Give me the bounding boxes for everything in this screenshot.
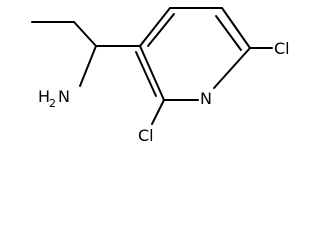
chemical-structure-diagram: Cl N Cl H 2 N bbox=[31, 7, 290, 145]
chlorine-bottom-label: Cl bbox=[138, 126, 154, 145]
bond-ch-amine bbox=[79, 45, 97, 87]
bond-methylene-ch bbox=[73, 21, 97, 47]
bond-c6-n1 bbox=[213, 47, 251, 89]
bond-c2-c3 bbox=[139, 45, 165, 101]
bond-c2-cl bbox=[151, 99, 165, 125]
nitrogen-ring-label: N bbox=[200, 89, 212, 108]
chlorine-right-label: Cl bbox=[274, 39, 290, 58]
bond-c5-c6 bbox=[221, 7, 251, 49]
bond-c3-c4-inner bbox=[147, 13, 175, 47]
amine-n-label: N bbox=[58, 87, 70, 106]
bond-c3-c4 bbox=[139, 7, 171, 47]
bond-c2-c3-inner bbox=[135, 51, 157, 97]
bond-c5-c6-inner bbox=[215, 15, 242, 51]
amine-h-label: H bbox=[38, 87, 50, 106]
amine-subscript-label: 2 bbox=[49, 97, 56, 110]
